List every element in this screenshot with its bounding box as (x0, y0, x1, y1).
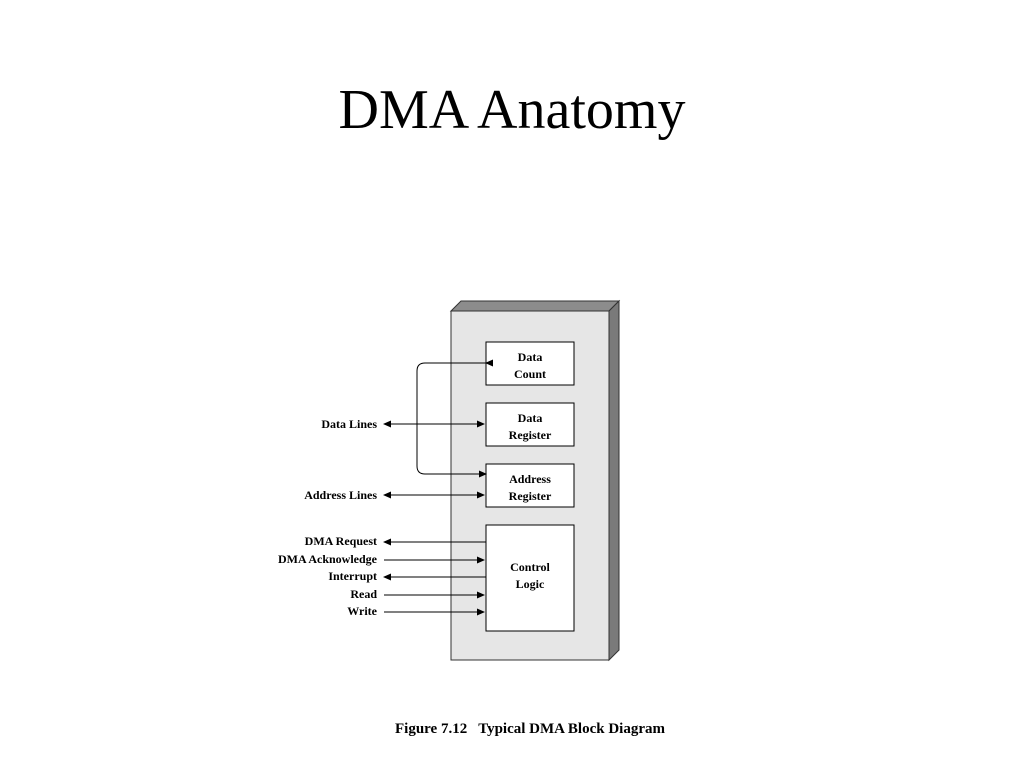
slide-title: DMA Anatomy (338, 79, 686, 141)
dma-module-side-face (608, 299, 620, 662)
control-logic-box: Control Logic (485, 524, 575, 632)
internal-data-bus (416, 359, 493, 478)
read-label: Read (350, 587, 377, 601)
control-logic-label-line1: Control (510, 560, 550, 574)
address-register-label-line2: Register (509, 489, 552, 503)
address-lines-label: Address Lines (304, 488, 377, 502)
address-register-label-line1: Address (509, 472, 551, 486)
data-register-label-line2: Register (509, 428, 552, 442)
dma-acknowledge-label: DMA Acknowledge (278, 552, 378, 566)
data-count-label-line2: Count (514, 367, 546, 381)
write-label: Write (347, 604, 377, 618)
data-register-label-line1: Data (518, 411, 543, 425)
figure-caption: Figure 7.12 Typical DMA Block Diagram (395, 721, 665, 737)
data-count-box: Data Count (485, 341, 575, 386)
dma-request-label: DMA Request (305, 534, 377, 548)
address-register-box: Address Register (485, 463, 575, 508)
data-register-box: Data Register (485, 402, 575, 447)
interrupt-label: Interrupt (328, 569, 377, 583)
control-logic-label-line2: Logic (516, 577, 545, 591)
data-count-label-line1: Data (518, 350, 543, 364)
dma-module-top-face (449, 300, 621, 312)
data-lines-label: Data Lines (321, 417, 377, 431)
